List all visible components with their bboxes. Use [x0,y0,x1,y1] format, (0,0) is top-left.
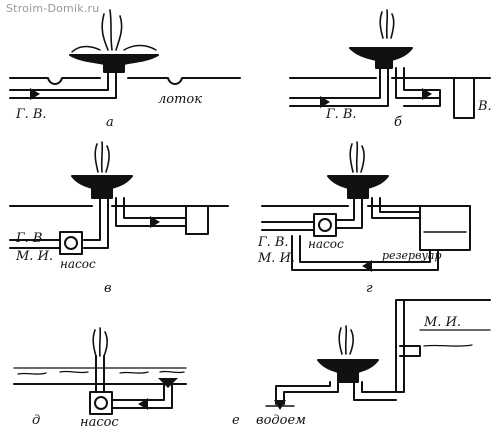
panel-e-pond-arrow [274,400,286,410]
panel-a-flume-label: лоток [158,92,203,107]
panel-v-pump-label: насос [60,257,96,271]
panel-d-pump [89,391,113,415]
panel-d-riser-pipe [95,355,105,393]
panel-g-pump-outlet-pipe [335,197,363,229]
panel-b-fountain-bowl [349,47,413,69]
panel-g-letter: г [366,281,373,296]
panel-v-flow-arrow [150,216,160,228]
panel-b-drain-pipe [395,67,441,107]
panel-a-pool-surface [71,44,157,53]
panel-g-reservoir [419,205,471,251]
watermark: Stroim-Domik.ru [6,2,100,15]
panel-v-letter: в [104,281,112,296]
panel-d-pump-impeller [94,396,108,410]
panel-e-fountain-bowl [317,359,379,383]
panel-b-flow-arrow-2 [422,88,432,100]
panel-e-scheme [265,299,491,410]
panel-e-drain-pipe [275,381,339,405]
panel-b-scheme [289,9,491,119]
panel-v-pump [59,231,83,255]
panel-v-pump-outlet-pipe [83,197,109,249]
panel-v-inlet-pipe [9,239,61,249]
panel-v-pump-impeller [64,236,78,250]
panel-a-fountain-bowl [69,54,159,73]
panel-b-outlet-box [453,77,475,119]
panel-b-water-jet [379,9,395,39]
panel-g-pump [313,213,337,237]
panel-g-water-jet [349,141,365,173]
panel-b-supply-pipe [289,67,389,107]
panel-v-scheme [9,141,229,255]
panel-v-fountain-bowl [71,175,133,199]
panel-d-water-jet [92,327,108,357]
panel-d-letter: д [32,413,41,428]
panel-a-ground [9,77,241,85]
panel-d-intake [158,378,178,388]
panel-g-scheme [261,141,471,272]
panel-v-source-label-2: М. И. [16,249,54,264]
panel-e-water-jet [338,325,354,355]
panel-v-drain-pipe [115,197,187,235]
panel-a-riser-pipe [107,71,117,99]
panel-d-water-surface [13,367,187,375]
panel-g-drain-pipe [371,197,421,219]
panel-d-suction-pipe [111,383,173,409]
panel-e-pond-label: водоем [256,413,306,428]
panel-a-water-jet [101,9,123,51]
panel-g-inlet-pipe [261,221,315,231]
panel-v-water-jet [94,141,110,173]
panel-e-upper-water [419,329,491,347]
panel-e-upper-reservoir [395,299,491,393]
panel-e-supply-pipe [353,381,397,401]
panel-b-outlet-label: В. [478,99,492,114]
panel-a-letter: а [106,115,114,130]
panel-b-source-label: Г. В. [326,107,357,122]
panel-b-flow-arrow-1 [320,96,330,108]
panel-a-source-label: Г. В. [16,107,47,122]
panel-g-return-pipe [291,235,439,271]
panel-a-supply-pipe [9,89,117,99]
panel-g-fountain-bowl [327,175,389,199]
panel-g-pump-impeller [318,218,332,232]
panel-e-source-label: М. И. [424,315,462,330]
panel-v-source-label-1: Г. В [16,231,43,246]
panel-g-flow-arrow [362,260,372,272]
panel-g-source-label-1: Г. В. [258,235,289,250]
panel-d-pump-label: насос [80,415,119,430]
panel-v-outlet-box [185,205,209,235]
panel-g-source-label-2: М. И. [258,251,296,266]
panel-g-pump-label: насос [308,237,344,251]
panel-b-letter: б [394,115,402,130]
panel-e-letter: е [232,413,240,428]
panel-a-flow-arrow [30,88,40,100]
panel-a-scheme [9,9,241,100]
panel-d-scheme [13,327,187,415]
panel-d-flow-arrow [138,398,148,410]
panel-g-reservoir-label: резервуар [382,249,442,262]
